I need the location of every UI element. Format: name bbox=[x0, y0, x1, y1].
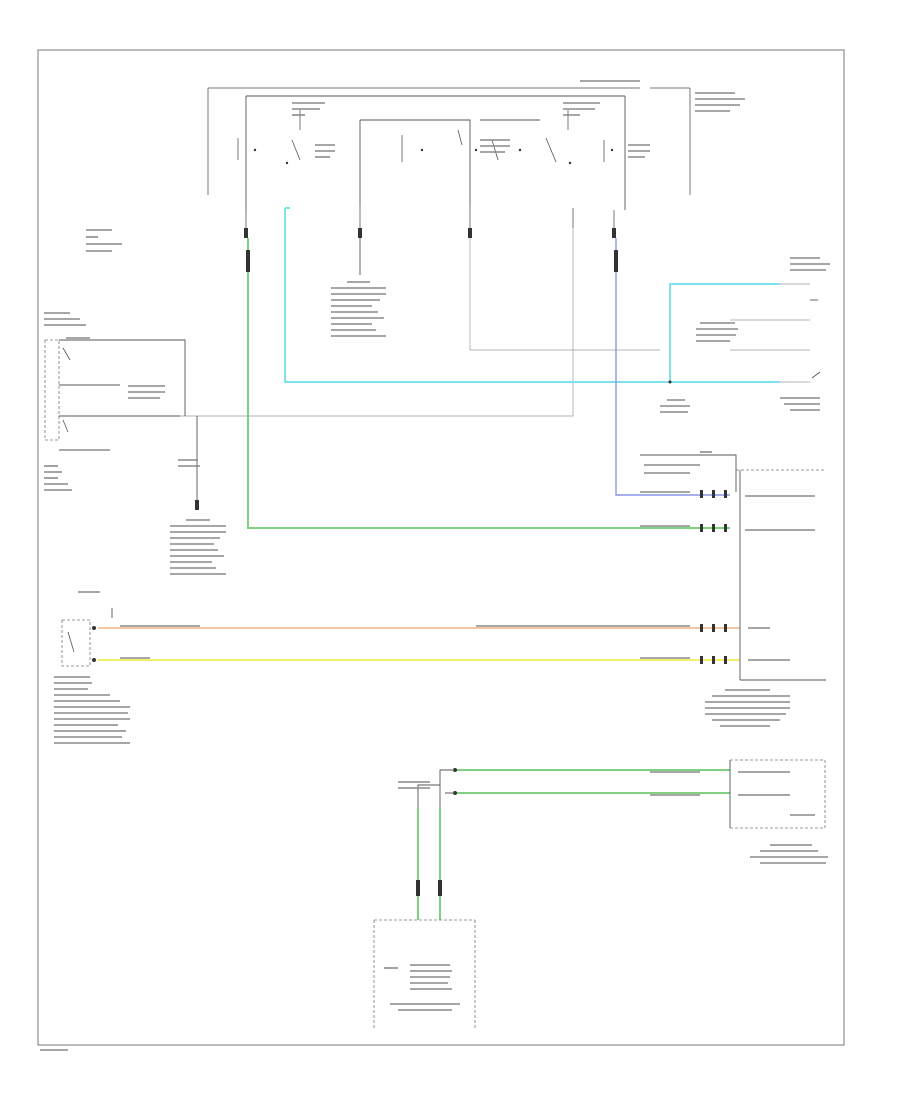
left-lower-label-block bbox=[170, 519, 226, 575]
left-sensor bbox=[54, 591, 130, 744]
top-connectors bbox=[244, 205, 616, 238]
blue-wire bbox=[615, 238, 730, 496]
green-wire-top bbox=[247, 238, 730, 529]
center-label-block bbox=[331, 281, 386, 337]
top-switch-block bbox=[207, 80, 745, 238]
instrument-cluster bbox=[373, 769, 476, 1030]
cyan-wire bbox=[284, 207, 780, 383]
switch-labels bbox=[292, 80, 745, 158]
left-switch-assembly bbox=[44, 312, 200, 510]
diagram-border bbox=[37, 49, 845, 1046]
right-upper-sensors bbox=[660, 257, 830, 413]
body-control-module bbox=[650, 759, 828, 864]
legend-block bbox=[86, 229, 122, 252]
wire-connectors bbox=[246, 250, 672, 896]
control-module bbox=[120, 451, 826, 727]
switch-contacts bbox=[237, 110, 614, 165]
